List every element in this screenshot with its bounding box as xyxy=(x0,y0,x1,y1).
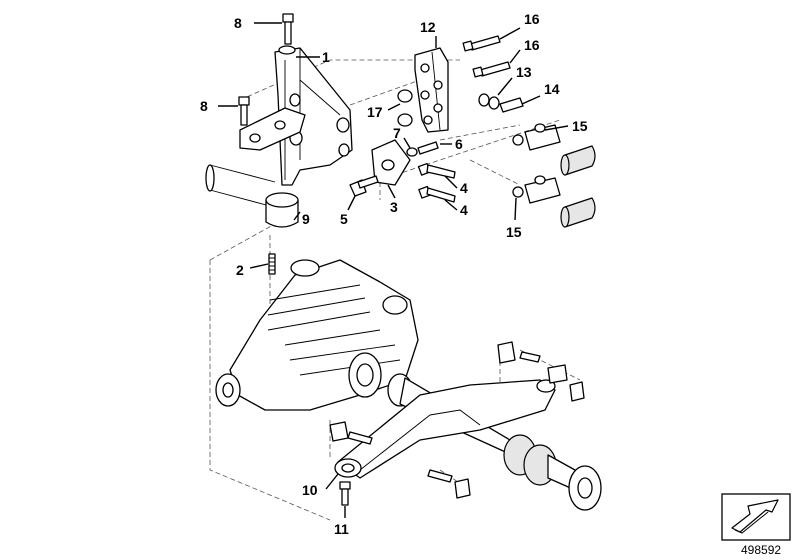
callout-12: 12 xyxy=(420,19,436,35)
part-12-bracket xyxy=(414,47,449,133)
tube-lower xyxy=(560,197,596,228)
part-15-fitting-upper xyxy=(512,123,561,151)
callout-2: 2 xyxy=(236,262,244,278)
direction-arrow-icon xyxy=(731,499,779,533)
callout-13: 13 xyxy=(516,64,532,80)
part-14-bolt xyxy=(499,97,524,113)
part-6-bolt xyxy=(417,141,439,155)
callout-5: 5 xyxy=(340,211,348,227)
callout-11: 11 xyxy=(334,521,349,537)
part-13-washer xyxy=(478,93,500,110)
callout-4-upper: 4 xyxy=(460,180,468,196)
part-4-bolt-upper xyxy=(417,162,456,179)
callout-4-lower: 4 xyxy=(460,202,468,218)
part-7-nut xyxy=(406,147,418,157)
callout-16-lower: 16 xyxy=(524,37,540,53)
callout-15-lower: 15 xyxy=(506,224,522,240)
transverse-tube xyxy=(205,164,276,207)
callout-8-upper: 8 xyxy=(234,15,242,31)
part-11-bolt xyxy=(339,481,351,506)
callout-7: 7 xyxy=(393,125,401,141)
callout-10: 10 xyxy=(302,482,318,498)
part-5-bolt xyxy=(349,175,379,197)
callout-8-lower: 8 xyxy=(200,98,208,114)
callout-14: 14 xyxy=(544,81,560,97)
callout-15-upper: 15 xyxy=(572,118,588,134)
orientation-arrow-badge xyxy=(721,493,791,541)
callout-9: 9 xyxy=(302,211,310,227)
callout-leader-lines xyxy=(218,22,569,518)
part-8-bolt-lower xyxy=(238,96,250,126)
differential-housing xyxy=(215,259,419,411)
callout-1: 1 xyxy=(322,49,330,65)
callout-6: 6 xyxy=(455,136,463,152)
callout-17: 17 xyxy=(367,104,383,120)
part-10-trailing-arm xyxy=(334,379,556,479)
callout-3: 3 xyxy=(390,199,398,215)
part-15-fitting-lower xyxy=(512,175,561,204)
part-17-nuts xyxy=(397,89,413,127)
part-4-bolt-lower xyxy=(418,185,456,203)
part-16-bolt-upper xyxy=(462,35,501,52)
document-number: 498592 xyxy=(741,543,781,557)
arm-mount-brackets xyxy=(329,341,585,499)
part-1-bracket xyxy=(239,45,353,186)
part-8-bolt-upper xyxy=(282,13,294,45)
tube-upper xyxy=(560,145,596,176)
part-9-rubber-mount xyxy=(265,192,299,228)
callout-16-upper: 16 xyxy=(524,11,540,27)
part-2-stud xyxy=(268,253,276,275)
part-3-plate xyxy=(371,139,411,186)
callout-labels: 8 1 8 12 16 16 13 14 17 7 6 15 4 4 5 3 9… xyxy=(200,11,588,537)
part-16-bolt-lower xyxy=(472,61,511,78)
